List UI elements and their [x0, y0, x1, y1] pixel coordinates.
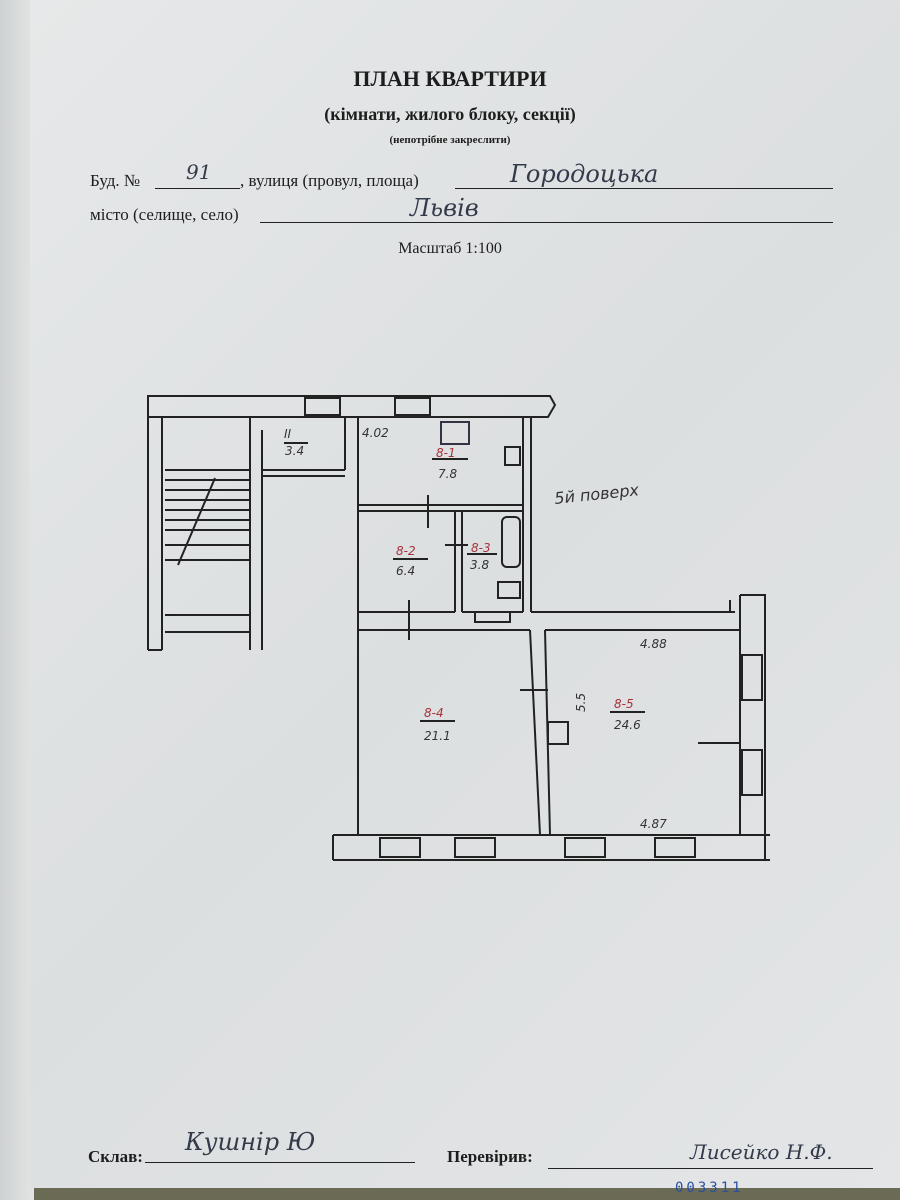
top-window — [394, 397, 431, 416]
street-value: Городоцька — [510, 160, 659, 188]
street-line — [455, 188, 833, 189]
sink-icon — [504, 446, 521, 466]
partition — [358, 504, 523, 512]
right-window-1 — [741, 654, 763, 701]
building-number: 91 — [186, 160, 212, 184]
bottom-window-1 — [379, 837, 421, 858]
checked-signature: Лисейко Н.Ф. — [690, 1140, 833, 1164]
radiator-icon — [547, 721, 569, 745]
label-dividers — [284, 442, 645, 722]
checked-label: Перевірив: — [447, 1147, 533, 1166]
city-label: місто (селище, село) — [90, 205, 239, 224]
stove-icon — [440, 421, 470, 445]
room-8-2-walls — [358, 511, 523, 613]
corridor-id: II — [284, 427, 292, 441]
room-8-3-area: 3.8 — [470, 558, 489, 572]
corridor-area: 3.4 — [285, 444, 304, 458]
right-wall — [729, 594, 766, 860]
room-8-1-area: 7.8 — [438, 467, 457, 481]
bottom-wall — [332, 834, 770, 861]
bottom-window-3 — [564, 837, 606, 858]
bottom-window-4 — [654, 837, 696, 858]
room-8-2-id: 8-2 — [396, 544, 416, 558]
city-line — [260, 222, 833, 223]
floor-note: 5й поверх — [553, 480, 640, 508]
room-8-5-top-dim: 4.88 — [640, 637, 667, 651]
kitchen-width: 4.02 — [362, 426, 389, 440]
bathtub-icon — [501, 516, 521, 568]
scale-label: Масштаб 1:100 — [398, 240, 502, 257]
city-value: Львів — [410, 194, 479, 222]
stairs-icon — [165, 469, 250, 633]
corridor-window — [304, 397, 341, 416]
stair-walls — [249, 417, 263, 650]
corridor-walls — [262, 417, 359, 835]
room-8-4-area: 21.1 — [424, 729, 451, 743]
room-8-5-id: 8-5 — [614, 697, 634, 711]
toilet-icon — [497, 581, 521, 599]
room-8-5-area: 24.6 — [614, 718, 641, 732]
composed-line — [145, 1162, 415, 1163]
unit-wall — [522, 417, 735, 613]
page-subtitle: (кімнати, жилого блоку, секції) — [324, 104, 576, 124]
room-8-5-bottom-dim: 4.87 — [640, 817, 667, 831]
composed-signature: Кушнір Ю — [185, 1128, 316, 1156]
building-line — [155, 188, 240, 189]
room-8-1-id: 8-1 — [436, 446, 456, 460]
bottom-window-2 — [454, 837, 496, 858]
room-8-3-id: 8-3 — [471, 541, 491, 555]
street-label: , вулиця (провул, площа) — [240, 171, 419, 190]
right-window-2 — [741, 749, 763, 796]
mid-wall — [358, 629, 740, 836]
serial-number: 003311 — [675, 1180, 744, 1196]
bath-niche — [474, 612, 511, 623]
page-title: ПЛАН КВАРТИРИ — [353, 66, 547, 91]
top-wall — [147, 395, 557, 418]
composed-label: Склав: — [88, 1147, 143, 1166]
checked-line — [548, 1168, 873, 1169]
paper-edge — [0, 0, 34, 1200]
stair-wall — [147, 417, 163, 651]
building-label: Буд. № — [90, 171, 141, 190]
door-mark-2 — [408, 544, 468, 640]
room-8-4-id: 8-4 — [424, 706, 444, 720]
room-8-5-side-dim: 5.5 — [574, 693, 588, 712]
room-8-2-area: 6.4 — [396, 564, 415, 578]
subtitle-note: (непотрібне закреслити) — [389, 134, 511, 146]
